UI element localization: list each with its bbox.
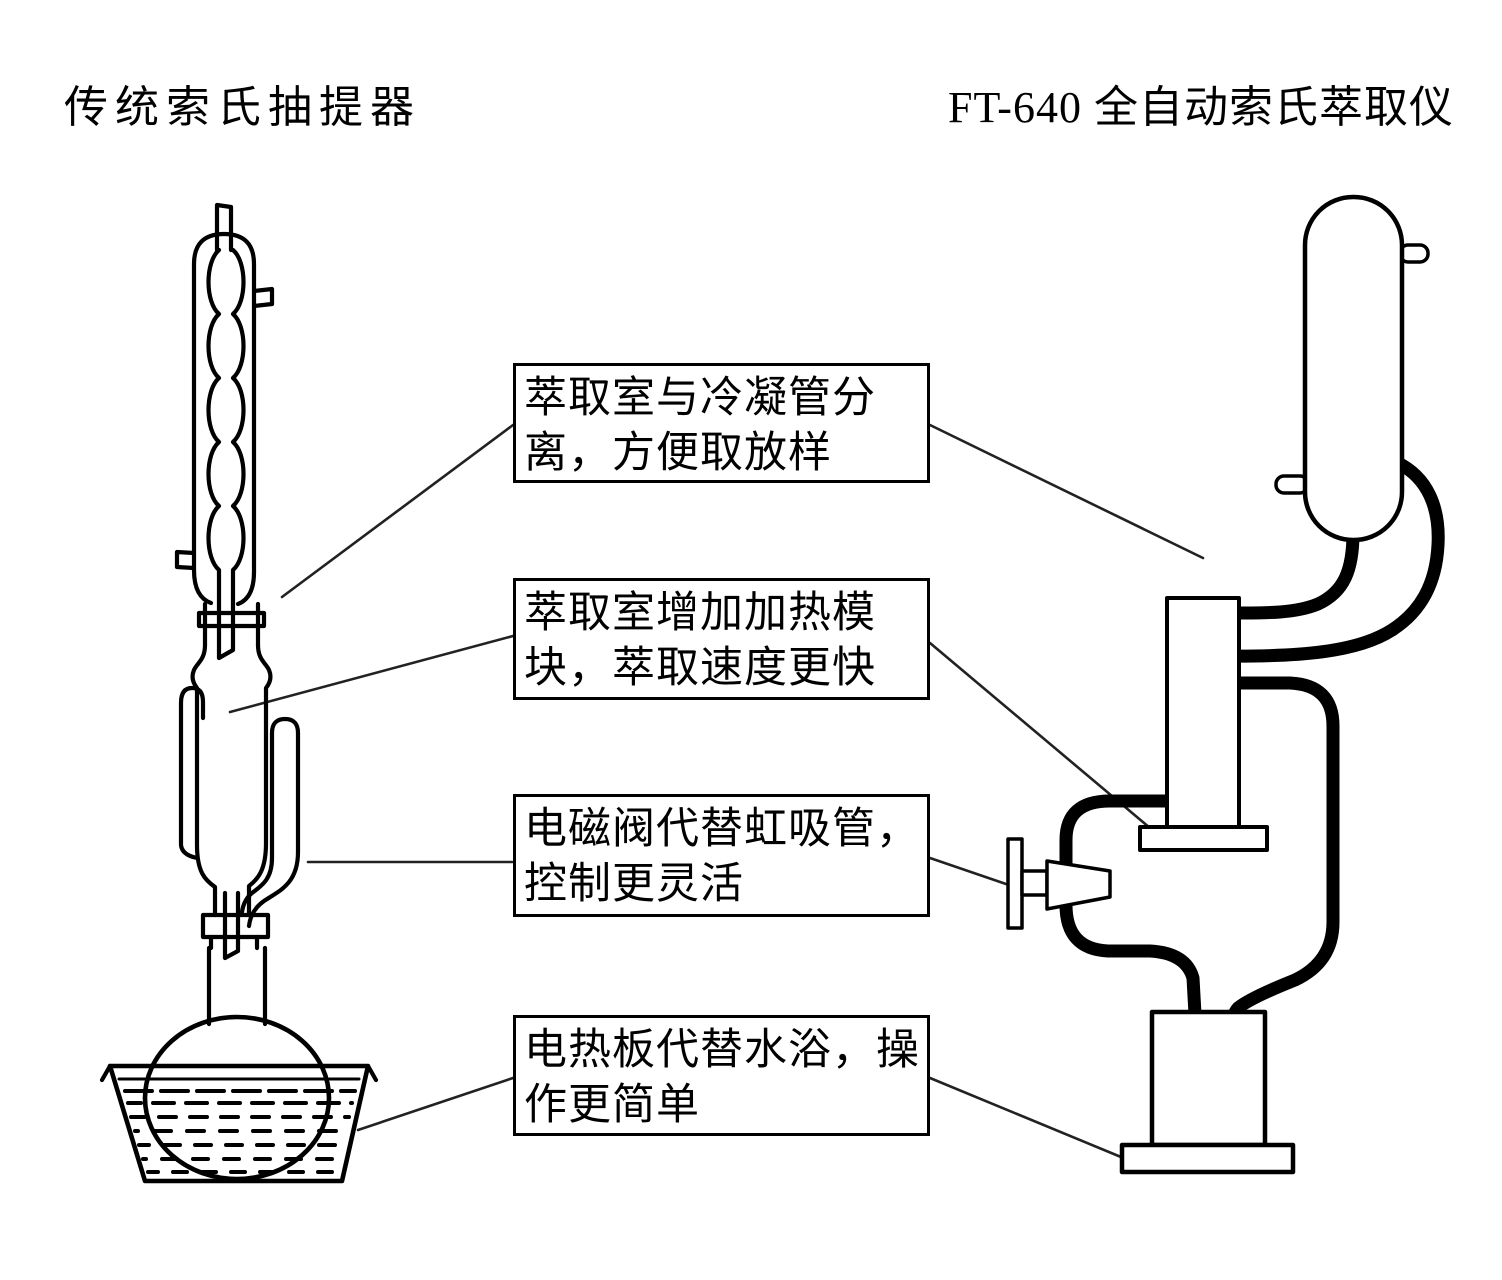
- leader-lines: [228, 423, 1205, 1159]
- tube-condenser-return: [1215, 455, 1445, 663]
- callout-hot-plate: 电热板代替水浴，操 作更简单: [513, 1015, 930, 1136]
- heating-block-plate: [1138, 825, 1269, 852]
- siphon-tube-return: [239, 849, 301, 929]
- flask-neck: [206, 945, 268, 1027]
- condenser-tank: [1302, 194, 1405, 543]
- leader-line: [928, 1076, 1123, 1159]
- condenser-coil: [230, 247, 246, 603]
- condenser-inlet-arm-icon: [174, 549, 197, 571]
- callout-solenoid-valve: 电磁阀代替虹吸管， 控制更灵活: [513, 794, 930, 917]
- drip-tube: [216, 597, 236, 661]
- solvent-cup: [1149, 1009, 1268, 1148]
- callout-line: 块，萃取速度更快: [524, 645, 876, 692]
- water-bath-lip: [99, 1063, 379, 1083]
- tube-condenser-to-column: [1215, 526, 1360, 620]
- bypass-tube: [178, 685, 206, 861]
- extraction-column: [1165, 596, 1241, 830]
- callout-heating-module: 萃取室增加加热模 块，萃取速度更快: [513, 578, 930, 700]
- condenser-jacket: [191, 231, 257, 575]
- left-apparatus-title: 传统索氏抽提器: [64, 83, 421, 132]
- right-apparatus-title: FT-640 全自动索氏萃取仪: [948, 83, 1454, 132]
- leader-line: [280, 423, 515, 599]
- extraction-chamber: [190, 642, 218, 918]
- ground-joint-upper-flange: [196, 610, 267, 629]
- callout-line: 电磁阀代替虹吸管，: [524, 806, 920, 853]
- callout-line: 控制更灵活: [524, 861, 744, 908]
- solenoid-valve-handle: [1006, 837, 1024, 930]
- siphon-tube: [269, 716, 301, 861]
- tube-left-loop: [1059, 794, 1229, 1039]
- condenser-top-tube: [214, 202, 234, 253]
- callout-line: 电热板代替水浴，操: [524, 1027, 920, 1074]
- callout-line: 作更简单: [524, 1082, 700, 1129]
- extraction-chamber: [246, 642, 273, 918]
- round-bottom-flask: [142, 1014, 332, 1182]
- condenser-jacket-bottom: [191, 567, 257, 607]
- solenoid-valve-stem: [1020, 869, 1049, 897]
- leader-line: [228, 634, 515, 714]
- condenser-outlet-arm-icon: [251, 286, 275, 309]
- solvent-tubing: [1059, 455, 1445, 1039]
- traditional-soxhlet-extractor: [99, 202, 379, 1184]
- drip-tube-lower: [222, 890, 241, 961]
- callout-line: 离，方便取放样: [524, 430, 832, 477]
- solenoid-valve-nozzle: [1045, 859, 1112, 911]
- callout-line: 萃取室与冷凝管分: [524, 375, 876, 422]
- callout-line: 萃取室增加加热模: [524, 590, 876, 637]
- ft640-extractor: [1006, 194, 1445, 1175]
- leader-line: [928, 423, 1205, 560]
- water-bath: [107, 1063, 371, 1184]
- leader-line: [356, 1076, 515, 1132]
- heating-plate: [1119, 1142, 1296, 1175]
- callout-condenser-separation: 萃取室与冷凝管分 离，方便取放样: [513, 363, 930, 483]
- leader-line: [928, 856, 1008, 886]
- ground-joint-lower: [208, 934, 260, 951]
- ground-joint-lower-flange: [200, 912, 271, 940]
- condenser-coil: [206, 247, 222, 603]
